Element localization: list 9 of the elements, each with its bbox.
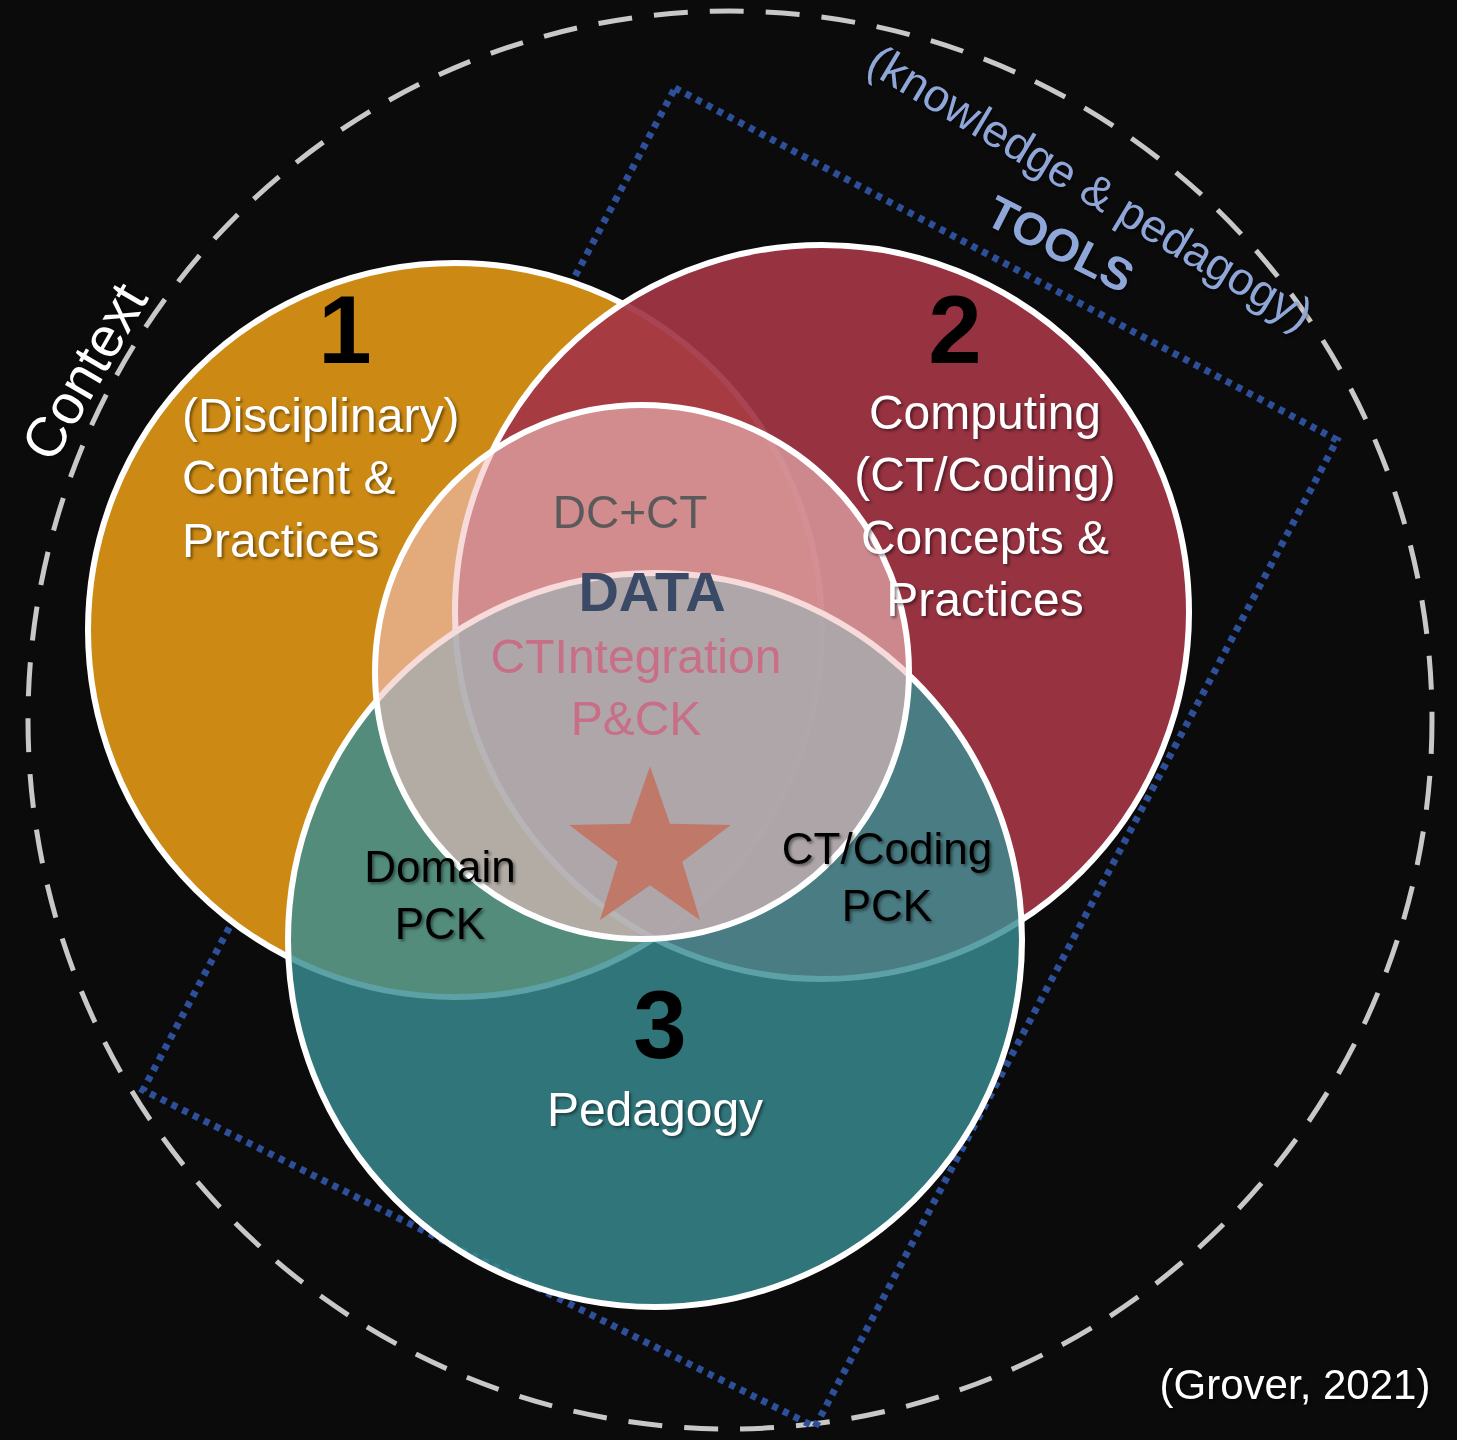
overlap-label: CTIntegration P&CK — [489, 629, 783, 748]
citation: (Grover, 2021) — [1159, 1359, 1431, 1410]
circle-title: Pedagogy — [546, 1081, 764, 1138]
circle-title: (Disciplinary) Content & Practices — [182, 388, 461, 569]
overlap-label: DC+CT — [552, 485, 708, 541]
circle-number: 3 — [633, 969, 687, 1080]
circle-number: 2 — [928, 274, 982, 385]
circle-number: 1 — [318, 274, 372, 385]
overlap-title: DATA — [578, 558, 726, 625]
